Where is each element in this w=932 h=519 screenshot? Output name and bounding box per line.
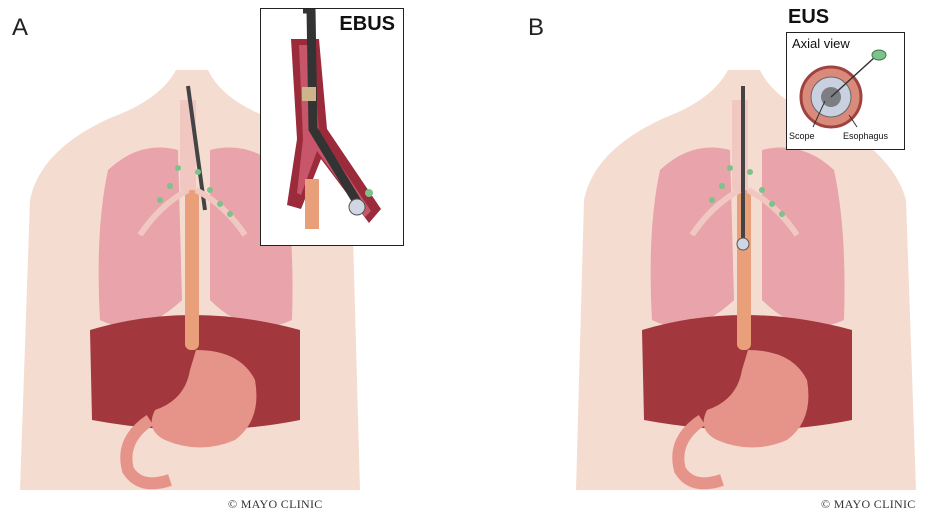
right-lung bbox=[762, 148, 845, 327]
ebus-bronchoscope-illustration bbox=[261, 9, 402, 244]
copyright-b: © MAYO CLINIC bbox=[821, 497, 916, 512]
panel-label-b: B bbox=[528, 14, 544, 42]
panel-label-a: A bbox=[12, 14, 28, 42]
ebus-inset: EBUS bbox=[260, 8, 404, 246]
eus-title: EUS bbox=[788, 6, 829, 29]
axial-view-title: Axial view bbox=[792, 36, 850, 51]
inset-esophagus bbox=[305, 179, 319, 229]
ultrasound-tip bbox=[349, 199, 365, 215]
left-lung bbox=[99, 148, 182, 327]
axial-view-inset: Axial view Scope Esophagus bbox=[786, 32, 905, 150]
esophagus bbox=[185, 190, 199, 350]
panel-a: A EBUS © MAYO CLINIC bbox=[0, 0, 466, 519]
inset-lymph-node bbox=[365, 189, 373, 197]
panel-b: B EUS Axial view Scope Esophagus © MAYO … bbox=[466, 0, 932, 519]
scope-label: Scope bbox=[789, 131, 815, 141]
target-lymph-node bbox=[872, 50, 886, 60]
left-lung bbox=[651, 148, 734, 327]
echoendoscope-tip bbox=[737, 238, 749, 250]
ebus-inset-title: EBUS bbox=[339, 13, 395, 36]
copyright-a: © MAYO CLINIC bbox=[228, 497, 323, 512]
trachea bbox=[732, 100, 748, 190]
bronchoscope-band bbox=[302, 87, 316, 101]
esophagus-label: Esophagus bbox=[843, 131, 888, 141]
